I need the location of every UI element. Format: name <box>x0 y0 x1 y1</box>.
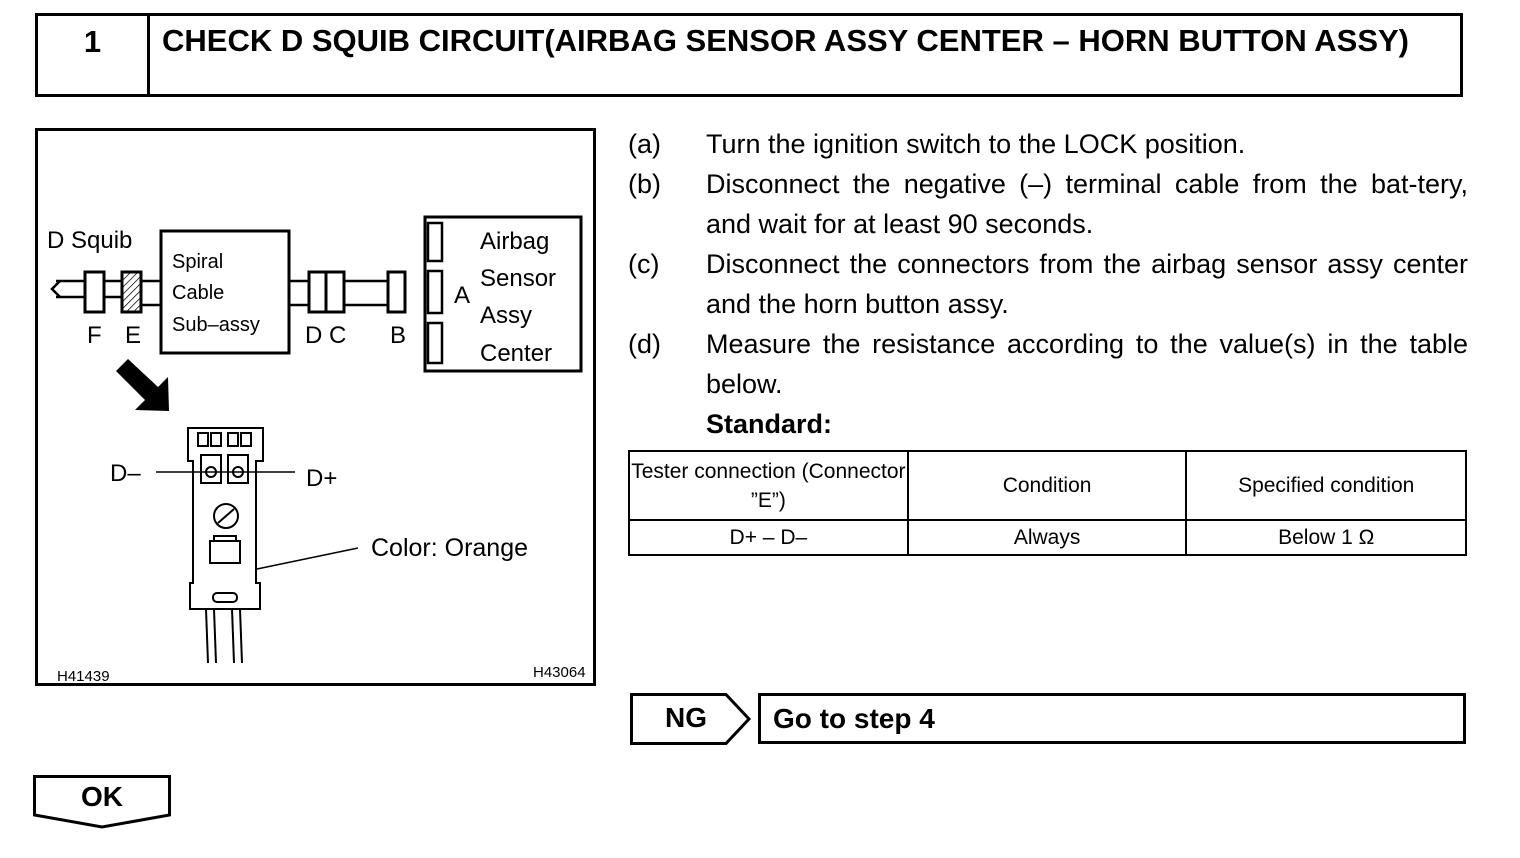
connector-f <box>83 270 106 314</box>
ok-label: OK <box>81 781 123 812</box>
ng-label: NG <box>665 702 707 733</box>
figure-code-left: H41439 <box>57 668 110 683</box>
connector-e <box>120 270 143 314</box>
connector-e-detail <box>156 427 359 664</box>
svg-text:Cable: Cable <box>172 282 224 304</box>
squib-schematic: D Squib Spiral Cable Sub–assy <box>47 215 583 373</box>
ng-tag: NG <box>630 693 752 750</box>
d-minus-label: D– <box>110 460 141 487</box>
color-note: Color: Orange <box>371 534 528 562</box>
table-row: D+ – D– Always Below 1 Ω <box>628 519 1467 556</box>
label-a: A <box>454 282 470 309</box>
pointer-arrow <box>116 359 169 411</box>
svg-text:Spiral: Spiral <box>172 251 223 273</box>
instruction-item: (a) Turn the ignition switch to the LOCK… <box>628 129 1246 159</box>
ok-tag[interactable]: OK <box>33 775 173 834</box>
label-f: F <box>87 322 102 349</box>
d-squib-label: D Squib <box>47 227 132 254</box>
column-header: Tester connection (Connector ”E”) <box>628 450 909 521</box>
spiral-cable-box <box>159 229 291 355</box>
label-b: B <box>390 322 406 349</box>
airbag-sensor-box <box>423 215 583 373</box>
svg-text:Assy: Assy <box>480 302 532 329</box>
connector-d <box>307 270 328 314</box>
step-number: 1 <box>38 16 150 94</box>
connector-a <box>426 269 444 315</box>
step-title: CHECK D SQUIB CIRCUIT(AIRBAG SENSOR ASSY… <box>162 23 1409 58</box>
figure-code-right: H43064 <box>533 664 586 681</box>
standard-label: Standard: <box>706 409 833 439</box>
go-to-step-link[interactable]: Go to step 4 <box>758 693 1466 744</box>
connector-b <box>386 270 407 314</box>
svg-text:Sensor: Sensor <box>480 265 556 292</box>
wiring-diagram: D Squib Spiral Cable Sub–assy <box>35 128 596 686</box>
column-header: Condition <box>906 450 1188 521</box>
label-e: E <box>125 322 141 349</box>
svg-text:Center: Center <box>480 340 552 367</box>
table-cell: D+ – D– <box>628 519 909 556</box>
svg-text:Sub–assy: Sub–assy <box>172 314 260 336</box>
table-header-row: Tester connection (Connector ”E”) Condit… <box>628 450 1467 521</box>
instruction-item: (b) Disconnect the negative (–) terminal… <box>628 169 1468 239</box>
label-dc: D C <box>305 322 346 349</box>
connector-c <box>324 270 346 314</box>
svg-text:Airbag: Airbag <box>480 228 549 255</box>
instruction-item: (d) Measure the resistance according to … <box>628 329 1468 399</box>
table-cell: Always <box>906 519 1188 556</box>
spec-table: Tester connection (Connector ”E”) Condit… <box>628 450 1467 556</box>
column-header: Specified condition <box>1185 450 1467 521</box>
squib-connector-tip <box>50 280 61 298</box>
table-cell: Below 1 Ω <box>1185 519 1467 556</box>
d-plus-label: D+ <box>306 465 337 492</box>
instruction-item: (c) Disconnect the connectors from the a… <box>628 249 1468 319</box>
instructions: (a) Turn the ignition switch to the LOCK… <box>628 124 1468 444</box>
step-header: 1 CHECK D SQUIB CIRCUIT(AIRBAG SENSOR AS… <box>35 13 1463 97</box>
